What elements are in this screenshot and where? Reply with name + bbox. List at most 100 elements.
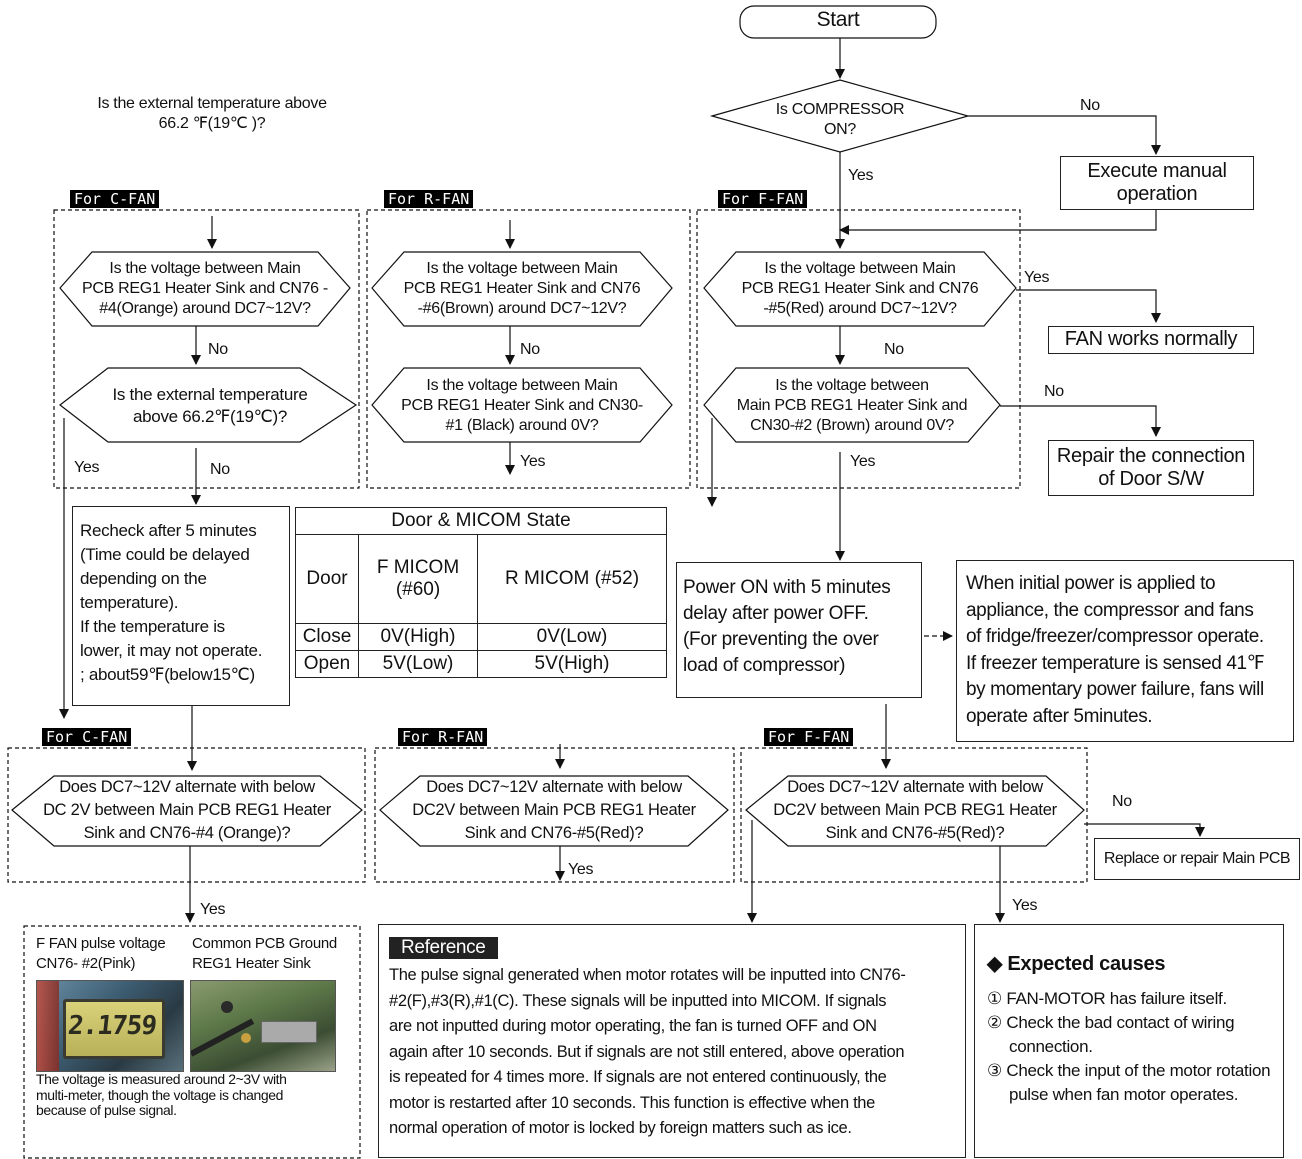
c-q3-text: Does DC7~12V alternate with below DC 2V …: [24, 776, 350, 845]
r-q1-hex: [371, 251, 673, 327]
label-f-fan-top: For F-FAN: [718, 190, 808, 208]
recheck-line-7: ; about59℉(below15℃): [80, 665, 255, 684]
header-f-micom: F MICOM (#60): [358, 534, 478, 624]
f-q1-line-3: -#5(Red) around DC7~12V?: [763, 300, 957, 317]
initial-power-box: When initial power is applied to applian…: [956, 560, 1294, 742]
cell-close-f: 0V(High): [358, 623, 478, 651]
photo-note-line-2: multi-meter, though the voltage is chang…: [36, 1086, 284, 1103]
f-q2-line-2: Main PCB REG1 Heater Sink and: [736, 397, 968, 414]
right-caption-line-1: Common PCB Ground: [192, 935, 337, 952]
reference-line-5: is repeated for 4 times more. If signals…: [389, 1068, 887, 1086]
recheck-line-6: lower, it may not operate.: [80, 641, 263, 660]
yes-label-c3: Yes: [200, 901, 226, 918]
reference-line-7: normal operation of motor is locked by f…: [389, 1119, 852, 1137]
table-row: Close 0V(High) 0V(Low): [295, 623, 667, 651]
intro-line-2: 66.2 ℉(19℃ )?: [158, 115, 266, 132]
no-label-f3: No: [1112, 793, 1132, 810]
intro-question: Is the external temperature above 66.2 ℉…: [72, 94, 352, 134]
no-label-c1: No: [208, 341, 228, 358]
pcb-photo: [190, 980, 336, 1072]
c-q2-hex: [59, 367, 358, 443]
f-q3-line-1: Does DC7~12V alternate with below: [787, 778, 1043, 796]
yes-label-f1: Yes: [1024, 269, 1050, 286]
f-q2-line-1: Is the voltage between: [775, 377, 929, 394]
fan-normal-box: FAN works normally: [1048, 326, 1254, 354]
r-q2-line-2: PCB REG1 Heater Sink and CN30-: [401, 397, 643, 414]
f-q2-text: Is the voltage between Main PCB REG1 Hea…: [712, 376, 992, 436]
table-row: Open 5V(Low) 5V(High): [295, 650, 667, 678]
initial-line-4: If freezer temperature is sensed 41℉: [966, 652, 1265, 674]
initial-line-3: of fridge/freezer/compressor operate.: [966, 626, 1264, 647]
c-q1-text: Is the voltage between Main PCB REG1 Hea…: [70, 259, 340, 319]
manual-line-2: operation: [1116, 183, 1198, 205]
header-f-micom-text: F MICOM (#60): [376, 557, 460, 600]
r-q3-hex: [379, 775, 729, 847]
yes-label-r3: Yes: [568, 861, 594, 878]
r-fan-group-bottom: [374, 747, 735, 883]
start-terminator: [739, 5, 937, 39]
r-q2-hex: [371, 367, 673, 443]
yes-label-f3: Yes: [1012, 897, 1038, 914]
c-q3-line-1: Does DC7~12V alternate with below: [59, 778, 315, 796]
no-label-f2: No: [1044, 383, 1064, 400]
causes-list: ① FAN-MOTOR has failure itself. ② Check …: [987, 987, 1273, 1107]
cause-item-3: ③ Check the input of the motor rotation …: [987, 1061, 1271, 1104]
right-caption-line-2: REG1 Heater Sink: [192, 955, 311, 972]
table-title-row: Door & MICOM State: [295, 507, 667, 535]
f-q1-line-1: Is the voltage between Main: [764, 260, 956, 277]
f-q3-text: Does DC7~12V alternate with below DC2V b…: [756, 776, 1074, 845]
yes-label-c2: Yes: [74, 459, 100, 476]
photo-frame: [23, 925, 361, 1159]
causes-title: ◆ Expected causes: [987, 953, 1166, 975]
door-micom-table: Door & MICOM State Door F MICOM (#60) R …: [295, 507, 667, 678]
f-q3-line-2: DC2V between Main PCB REG1 Heater: [773, 801, 1057, 819]
table-header-row: Door F MICOM (#60) R MICOM (#52): [295, 534, 667, 624]
f-q2-line-3: CN30-#2 (Brown) around 0V?: [750, 417, 954, 434]
c-q3-line-2: DC 2V between Main PCB REG1 Heater: [43, 801, 331, 819]
r-fan-group-top: [366, 209, 691, 489]
recheck-line-1: Recheck after 5 minutes: [80, 521, 257, 540]
r-q1-line-2: PCB REG1 Heater Sink and CN76: [403, 280, 641, 297]
photo-note: The voltage is measured around 2~3V with…: [36, 1071, 287, 1119]
no-label-compressor: No: [1080, 97, 1100, 114]
reference-line-3: are not inputted during motor operating,…: [389, 1017, 877, 1035]
cause-item-2: ② Check the bad contact of wiring connec…: [987, 1013, 1235, 1056]
f-fan-group-top: [696, 209, 1021, 489]
r-q2-line-1: Is the voltage between Main: [426, 377, 618, 394]
cell-open-f: 5V(Low): [358, 650, 478, 678]
reference-title: Reference: [389, 937, 498, 959]
compressor-line-2: ON?: [824, 121, 856, 138]
no-label-f1: No: [884, 341, 904, 358]
f-q1-hex: [703, 251, 1017, 327]
cell-close-r: 0V(Low): [477, 623, 667, 651]
recheck-line-4: temperature).: [80, 593, 179, 612]
power-line-3: (For preventing the over: [683, 629, 879, 650]
r-q2-line-3: #1 (Black) around 0V?: [445, 417, 599, 434]
reference-line-1: The pulse signal generated when motor ro…: [389, 966, 906, 984]
reference-line-6: motor is restarted after 10 seconds. Thi…: [389, 1093, 875, 1112]
multimeter-photo: 2.1759: [36, 980, 184, 1072]
compressor-line-1: Is COMPRESSOR: [775, 101, 905, 118]
recheck-line-2: (Time could be delayed: [80, 545, 250, 564]
power-line-1: Power ON with 5 minutes: [683, 577, 891, 598]
cell-close: Close: [295, 623, 359, 651]
label-f-fan-bottom: For F-FAN: [764, 728, 854, 746]
r-q3-line-1: Does DC7~12V alternate with below: [426, 778, 682, 796]
yes-label-compressor: Yes: [848, 167, 874, 184]
manual-operation-box: Execute manual operation: [1060, 156, 1254, 210]
compressor-question: Is COMPRESSOR ON?: [730, 100, 950, 140]
f-q1-text: Is the voltage between Main PCB REG1 Hea…: [712, 259, 1008, 319]
label-c-fan-top: For C-FAN: [70, 190, 160, 208]
c-q3-hex: [11, 775, 363, 847]
c-q2-line-1: Is the external temperature: [112, 385, 308, 404]
intro-line-1: Is the external temperature above: [97, 95, 327, 112]
reference-body: The pulse signal generated when motor ro…: [389, 963, 955, 1142]
cause-item-1: ① FAN-MOTOR has failure itself.: [987, 989, 1227, 1008]
power-line-2: delay after power OFF.: [683, 603, 869, 624]
power-delay-box: Power ON with 5 minutes delay after powe…: [676, 562, 922, 698]
left-caption-line-2: CN76- #2(Pink): [36, 955, 136, 972]
power-line-4: load of compressor): [683, 655, 846, 676]
c-q1-line-3: #4(Orange) around DC7~12V?: [99, 300, 311, 317]
recheck-box: Recheck after 5 minutes (Time could be d…: [72, 506, 290, 706]
